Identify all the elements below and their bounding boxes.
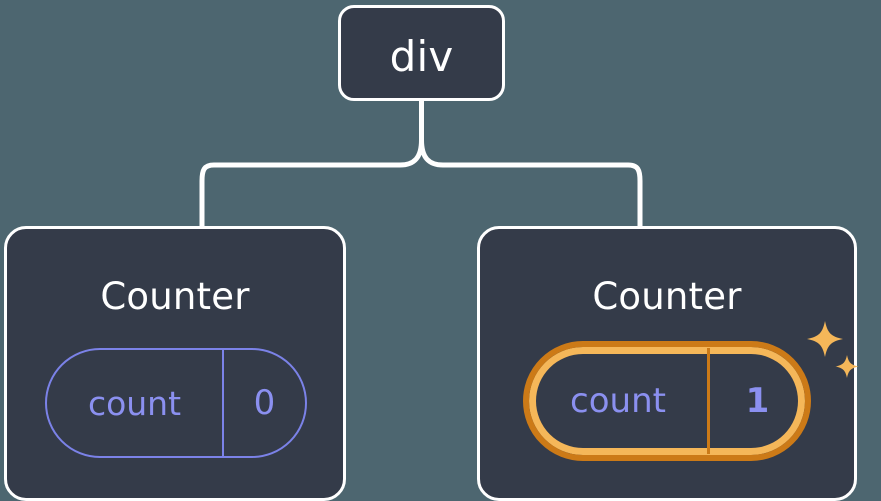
sparkle-large-icon	[807, 321, 843, 357]
edge-to-left-child	[199, 137, 424, 229]
state-pill-divider-left	[222, 350, 224, 456]
node-counter-right-label: Counter	[592, 275, 742, 318]
node-div-label: div	[389, 32, 454, 81]
node-div[interactable]: div	[338, 5, 505, 101]
sparkle-small-icon	[835, 355, 859, 378]
state-name-right: count	[570, 381, 666, 421]
state-value-right: 1	[745, 381, 770, 421]
state-name-left: count	[87, 383, 182, 423]
state-value-left: 0	[253, 383, 276, 423]
state-pill-divider-right	[707, 348, 710, 454]
edge-to-right-child	[419, 137, 643, 229]
node-counter-left[interactable]: Counter count 0	[4, 226, 346, 501]
node-counter-left-label: Counter	[100, 275, 250, 318]
state-pill-right[interactable]: count 1	[523, 341, 811, 461]
sparkles-group	[807, 321, 859, 378]
node-counter-right[interactable]: Counter count 1	[477, 226, 859, 501]
state-pill-left[interactable]: count 0	[45, 348, 307, 458]
